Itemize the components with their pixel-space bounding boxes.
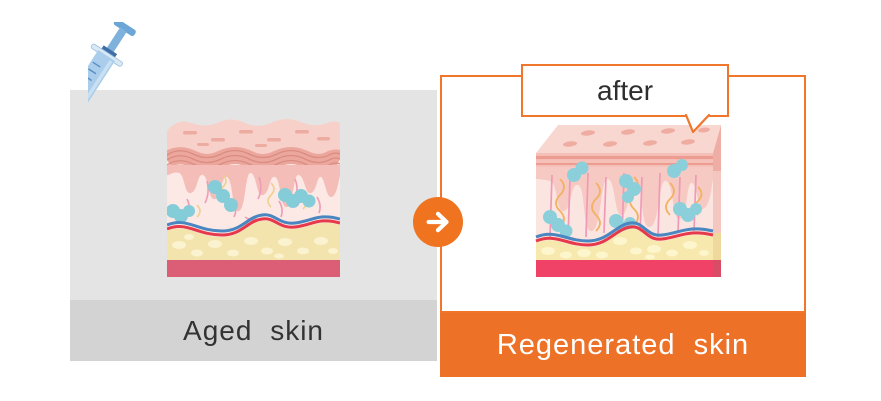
aged-skin-label-bar: Aged skin: [70, 300, 437, 361]
aged-skin-illustration: [167, 119, 340, 277]
aged-blood-vessel-red: [167, 217, 340, 237]
regen-top-surface: [536, 125, 721, 153]
regen-side-band: [713, 260, 721, 277]
aged-dermal-papillae: [167, 165, 340, 212]
regen-fat-pebbles: [541, 237, 709, 260]
transition-arrow-badge: [413, 197, 463, 247]
regenerated-skin-label-bar: Regenerated skin: [440, 313, 806, 377]
regen-side-fat: [713, 233, 721, 260]
regen-base-band: [536, 260, 713, 277]
aged-cell-clusters: [167, 180, 316, 223]
syringe-icon: [88, 22, 136, 113]
after-callout-tail: [684, 114, 711, 134]
after-callout-bubble: after: [521, 64, 729, 117]
regen-blood-vessel-red: [535, 225, 714, 247]
aged-blood-vessel-blue: [167, 213, 340, 233]
after-callout-label: after: [596, 74, 654, 106]
regen-side-face: [713, 125, 721, 171]
regen-pores: [563, 127, 710, 147]
arrow-right-icon: [426, 211, 449, 233]
regen-cell-clusters: [543, 159, 702, 238]
regen-blood-vessel-blue: [535, 221, 714, 243]
regen-side-dermis: [713, 171, 721, 233]
aged-fat-pebbles: [172, 234, 338, 259]
regenerated-skin-label: Regenerated skin: [496, 328, 750, 361]
aged-base-band: [167, 260, 340, 277]
aged-surface-spots: [183, 130, 330, 147]
aged-skin-label: Aged skin: [183, 314, 324, 346]
regenerated-skin-illustration: [535, 125, 721, 277]
